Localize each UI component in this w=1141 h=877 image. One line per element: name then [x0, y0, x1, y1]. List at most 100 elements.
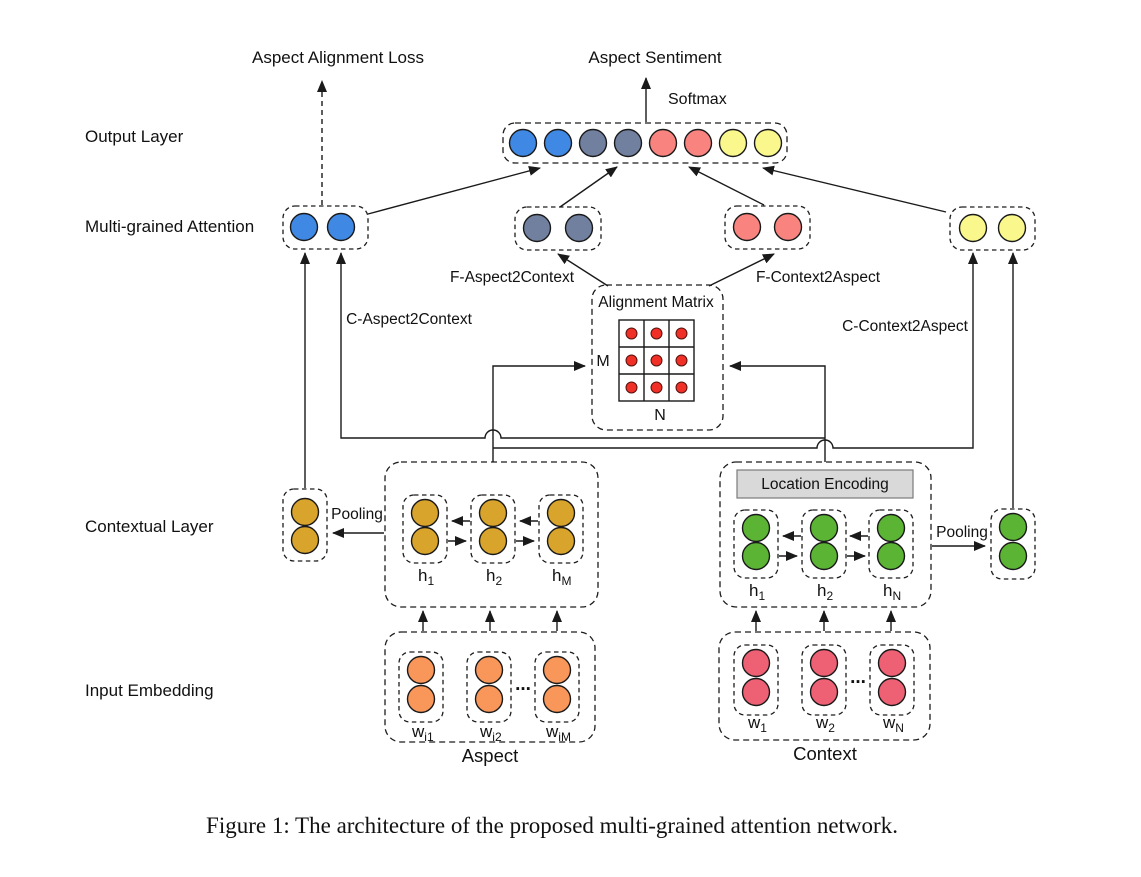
- output-node-blue: [543, 128, 573, 158]
- attention-pair-c-aspect2context: [282, 205, 369, 250]
- aspect-h-node: [478, 498, 508, 528]
- context-h-node: [876, 513, 906, 543]
- context-w2-box: [801, 644, 847, 716]
- label-pooling-left: Pooling: [331, 506, 383, 523]
- matrix-grid-lines: [619, 320, 694, 401]
- attention-node-yellow: [997, 213, 1027, 243]
- context-pooled-vector: [990, 508, 1036, 580]
- aspect-w-node: [542, 655, 572, 685]
- aspect-pool-node: [290, 525, 320, 555]
- aspect-contextual-outline: [384, 461, 599, 608]
- context-w1-box: [733, 644, 779, 716]
- context-w-node: [741, 677, 771, 707]
- context-h-node: [809, 541, 839, 571]
- alignment-matrix-box: [591, 284, 724, 431]
- attention-node-slate: [564, 213, 594, 243]
- context-w-node: [809, 677, 839, 707]
- yellow-pair-box: [949, 206, 1036, 251]
- aspect-w-node: [474, 684, 504, 714]
- label-c-context2aspect: C-Context2Aspect: [842, 318, 968, 335]
- context-hN-label: hN: [883, 581, 901, 603]
- attention-pair-f-context2aspect: [724, 205, 811, 250]
- arrow-context-to-matrix: [729, 361, 826, 462]
- matrix-dot: [650, 354, 663, 367]
- aspect-pool-box: [282, 488, 328, 562]
- arrow-slate-to-output: [559, 166, 618, 208]
- matrix-row-label: M: [596, 353, 609, 370]
- context-h-node: [741, 513, 771, 543]
- label-c-aspect2context: C-Aspect2Context: [346, 311, 472, 328]
- output-layer-box: [502, 122, 788, 164]
- context-contextual-box: Location Encoding h1 h2 hN: [719, 461, 932, 608]
- alignment-matrix-title: Alignment Matrix: [598, 294, 714, 311]
- aspect-pooled-vector: [282, 488, 328, 562]
- aspect-h-node: [546, 498, 576, 528]
- aspect-w2-box: [466, 651, 512, 723]
- aspect-contextual-box: h1 h2 hM: [384, 461, 599, 608]
- arrow-matrix-to-slate-pair: [557, 253, 609, 287]
- attention-node-salmon: [773, 212, 803, 242]
- context-h2-label: h2: [817, 581, 833, 603]
- label-f-context2aspect: F-Context2Aspect: [756, 269, 881, 286]
- aspect-w-node: [406, 655, 436, 685]
- context-input-outline: [718, 631, 931, 741]
- matrix-dot: [675, 327, 688, 340]
- aspect-w1-box: [398, 651, 444, 723]
- context-ellipsis: ...: [850, 667, 866, 688]
- aspect-w-node: [406, 684, 436, 714]
- attention-pair-c-context2aspect: [949, 206, 1036, 251]
- context-contextual-outline: [719, 461, 932, 608]
- matrix-col-label: N: [654, 407, 666, 424]
- aspect-w1-label: wi1: [411, 722, 434, 744]
- attention-node-blue: [289, 212, 319, 242]
- aspect-wM-label: wiM: [545, 722, 571, 744]
- context-w-node: [877, 648, 907, 678]
- context-pool-node: [998, 541, 1028, 571]
- aspect-h-node: [478, 526, 508, 556]
- output-node-slate: [613, 128, 643, 158]
- aspect-input-box: ... wi1 wi2 wiM: [384, 631, 596, 744]
- alignment-matrix: Alignment Matrix M N: [591, 284, 724, 431]
- aspect-h-node: [410, 526, 440, 556]
- location-encoding-box: [736, 469, 914, 499]
- output-node-salmon: [683, 128, 713, 158]
- attention-pair-f-aspect2context: [514, 206, 602, 251]
- context-h-node: [741, 541, 771, 571]
- slate-pair-box: [514, 206, 602, 251]
- output-node-yellow: [718, 128, 748, 158]
- context-input-box: ... w1 w2 wN: [718, 631, 931, 741]
- aspect-h2-box: [470, 494, 516, 564]
- aspect-w-node: [474, 655, 504, 685]
- output-node-yellow: [753, 128, 783, 158]
- context-wN-box: [869, 644, 915, 716]
- context-w-node: [741, 648, 771, 678]
- arrow-matrix-to-salmon-pair: [708, 253, 775, 287]
- output-node-blue: [508, 128, 538, 158]
- label-pooling-right: Pooling: [936, 524, 988, 541]
- arrow-salmon-to-output: [688, 166, 765, 206]
- aspect-input-outline: [384, 631, 596, 743]
- aspect-wM-box: [534, 651, 580, 723]
- aspect-h1-box: [402, 494, 448, 564]
- attention-node-yellow: [958, 213, 988, 243]
- label-output-layer: Output Layer: [85, 127, 184, 146]
- location-encoding-label: Location Encoding: [761, 476, 889, 493]
- matrix-dot: [650, 327, 663, 340]
- attention-node-salmon: [732, 212, 762, 242]
- matrix-dot: [625, 327, 638, 340]
- context-w1-label: w1: [747, 713, 767, 735]
- aspect-w-node: [542, 684, 572, 714]
- arrow-blue-to-output: [367, 166, 541, 215]
- context-pool-node: [998, 512, 1028, 542]
- label-softmax: Softmax: [668, 91, 727, 108]
- matrix-dot: [675, 381, 688, 394]
- context-h1-box: [733, 509, 779, 579]
- context-w-node: [877, 677, 907, 707]
- aspect-h-node: [546, 526, 576, 556]
- matrix-dot: [675, 354, 688, 367]
- context-h2-box: [801, 509, 847, 579]
- attention-node-blue: [326, 212, 356, 242]
- label-aspect-sentiment: Aspect Sentiment: [588, 48, 722, 67]
